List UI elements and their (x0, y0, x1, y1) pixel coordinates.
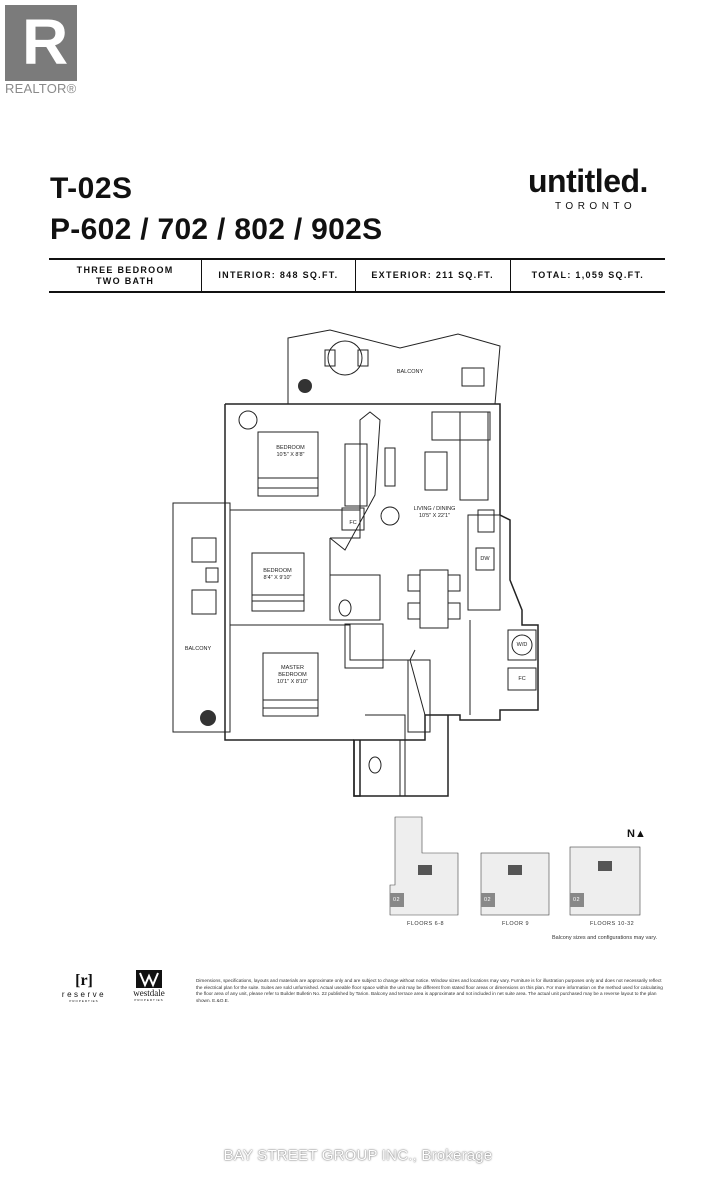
spec-bar: THREE BEDROOM TWO BATH INTERIOR: 848 SQ.… (49, 258, 665, 293)
realtor-logo-letter: R (22, 6, 69, 78)
westdale-properties-logo: westdale PROPERTIES (128, 970, 170, 1002)
master-name2: BEDROOM (278, 672, 307, 678)
label-master-bedroom: MASTER BEDROOM 10'1" X 8'10" (270, 665, 315, 686)
keyplan-floors-10-32: FLOORS 10-32 (590, 921, 635, 927)
reserve-properties-logo: [r] reserve PROPERTIES (58, 972, 110, 1003)
spec-type: THREE BEDROOM TWO BATH (49, 260, 203, 291)
label-living-dining: LIVING / DINING 10'5" X 22'1" (407, 506, 462, 520)
floor-plan: BALCONY BALCONY BEDROOM 10'5" X 8'8" BED… (170, 320, 550, 800)
realtor-logo[interactable]: R (5, 5, 77, 81)
keyplan-floors-6-8: FLOORS 6-8 (407, 921, 445, 927)
label-fc-1: FC (349, 520, 357, 526)
living-size: 10'5" X 22'1" (418, 513, 451, 519)
key-plans: FLOORS 6-8 FLOOR 9 FLOORS 10-32 02 02 02 (380, 815, 680, 935)
label-wd: W/D (516, 642, 528, 648)
spec-interior: INTERIOR: 848 SQ.FT. (202, 260, 356, 291)
keyplan-unit-tag-b: 02 (484, 897, 492, 903)
westdale-mark (136, 970, 162, 988)
living-name: LIVING / DINING (413, 506, 456, 512)
balcony-note: Balcony sizes and configurations may var… (552, 935, 658, 941)
spec-type-line2: TWO BATH (96, 275, 155, 286)
brokerage-watermark: BAY STREET GROUP INC., Brokerage (223, 1147, 493, 1164)
spec-type-line1: THREE BEDROOM (76, 264, 174, 275)
label-balcony-left: BALCONY (184, 646, 212, 652)
keyplan-unit-tag-c: 02 (573, 897, 581, 903)
label-bedroom2: BEDROOM 8'4" X 9'10" (255, 568, 300, 582)
bedroom2-size: 8'4" X 9'10" (263, 575, 292, 581)
label-fc-2: FC (518, 676, 526, 682)
balcony-top-outline (287, 329, 501, 405)
label-dw: DW (480, 556, 490, 562)
westdale-word: westdale (133, 988, 165, 998)
keyplan-floor-9: FLOOR 9 (502, 921, 530, 927)
bedroom1-name: BEDROOM (276, 445, 305, 451)
reserve-word: reserve (61, 990, 107, 999)
disclaimer-text: Dimensions, specifications, layouts and … (196, 978, 663, 1003)
master-size: 10'1" X 8'10" (276, 679, 309, 685)
keyplan-unit-tag-a: 02 (393, 897, 401, 903)
spec-total: TOTAL: 1,059 SQ.FT. (531, 270, 645, 280)
realtor-text: REALTOR® (5, 81, 77, 96)
brand-city: TORONTO (555, 201, 637, 212)
floor-plan-drawing (172, 329, 539, 797)
brand-name: untitled. (528, 163, 648, 199)
suite-list: P-602 / 702 / 802 / 902S (50, 213, 383, 246)
reserve-sub: PROPERTIES (69, 999, 99, 1003)
reserve-bracket: [r] (75, 972, 93, 989)
spec-exterior: EXTERIOR: 211 SQ.FT. (356, 260, 511, 291)
bedroom2-name: BEDROOM (263, 568, 292, 574)
label-balcony-top: BALCONY (396, 369, 424, 375)
bedroom1-size: 10'5" X 8'8" (276, 452, 305, 458)
key-plans-drawing (389, 816, 641, 916)
westdale-sub: PROPERTIES (134, 998, 164, 1002)
unit-title: T-02S (50, 172, 133, 205)
master-name: MASTER (281, 665, 304, 671)
balcony-left-outline (172, 502, 231, 733)
label-bedroom1: BEDROOM 10'5" X 8'8" (268, 445, 313, 459)
north-indicator: N▲ (627, 828, 646, 840)
